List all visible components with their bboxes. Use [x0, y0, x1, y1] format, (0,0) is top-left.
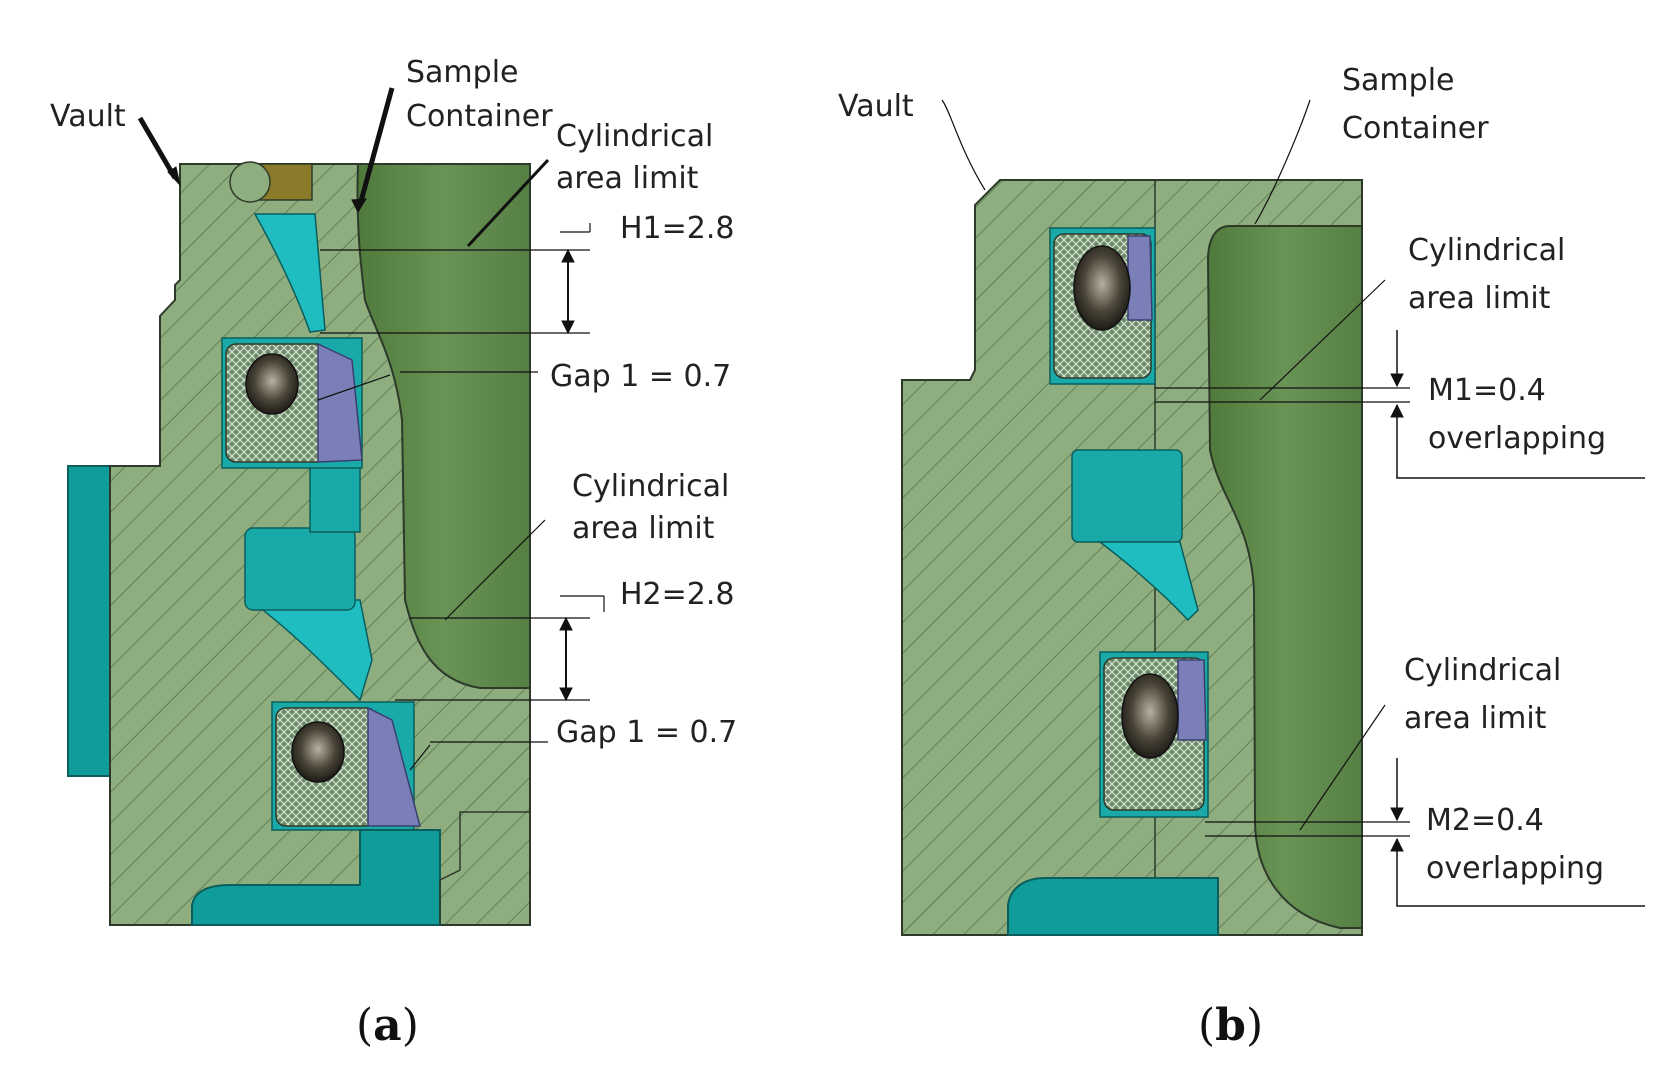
- gap-top-label: Gap 1 = 0.7: [550, 359, 731, 394]
- panel-b-leaders: [941, 99, 1645, 907]
- m2-sub-label: overlapping: [1426, 851, 1604, 886]
- spring-top: [245, 353, 299, 415]
- right-step: [439, 811, 530, 925]
- spring-bottom-b: [1121, 673, 1179, 759]
- seal-lip-bottom: [367, 706, 421, 827]
- bottom-shaft: [191, 829, 441, 926]
- center-ring-inner: [309, 465, 361, 533]
- sample-container-label-b-line2: Container: [1342, 111, 1489, 146]
- m1-sub-label: overlapping: [1428, 421, 1606, 456]
- bottom-shaft-b: [1007, 877, 1219, 936]
- center-ring: [244, 527, 356, 611]
- cyl-limit-top-label-a-line1: Cylindrical: [556, 119, 713, 154]
- center-ring-b: [1071, 449, 1183, 543]
- panel-a: [67, 161, 531, 926]
- seal-lip-top: [317, 342, 363, 463]
- m1-label: M1=0.4: [1428, 373, 1546, 408]
- panel-a-labels: Vault Sample Container Cylindrical area …: [50, 55, 737, 750]
- sample-container-cavity: [356, 163, 531, 689]
- vault-label-a: Vault: [50, 99, 126, 134]
- h2-label: H2=2.8: [620, 577, 735, 612]
- gap-bottom-label: Gap 1 = 0.7: [556, 715, 737, 750]
- sample-container-label-a-line2: Container: [406, 99, 553, 134]
- spring-top-b: [1073, 245, 1131, 331]
- gap-wedge-top: [253, 213, 326, 333]
- top-bore: [229, 161, 271, 203]
- m2-label: M2=0.4: [1426, 803, 1544, 838]
- gap-wedge-b: [1097, 541, 1199, 622]
- cyl-limit-top-label-b-line1: Cylindrical: [1408, 233, 1565, 268]
- sample-container-label-a-line1: Sample: [406, 55, 519, 90]
- caption-b: (b): [1198, 1000, 1263, 1051]
- seal-lip-bottom-b: [1177, 659, 1207, 741]
- cyl-limit-mid-label-a-line2: area limit: [572, 511, 715, 546]
- sample-container-label-b-line1: Sample: [1342, 63, 1455, 98]
- gap-wedge-mid: [247, 599, 373, 702]
- caption-a: (a): [356, 1000, 419, 1051]
- cyl-limit-bottom-label-b-line2: area limit: [1404, 701, 1547, 736]
- vault-label-b: Vault: [838, 89, 914, 124]
- h1-label: H1=2.8: [620, 211, 735, 246]
- cyl-limit-top-label-a-line2: area limit: [556, 161, 699, 196]
- panel-a-leaders: [137, 87, 605, 771]
- cyl-limit-mid-label-a-line1: Cylindrical: [572, 469, 729, 504]
- panel-b-labels: Vault Sample Container Cylindrical area …: [838, 63, 1606, 886]
- spring-bottom: [291, 721, 345, 783]
- cyl-limit-top-label-b-line2: area limit: [1408, 281, 1551, 316]
- cyl-limit-bottom-label-b-line1: Cylindrical: [1404, 653, 1561, 688]
- seal-lip-top-b: [1127, 235, 1153, 321]
